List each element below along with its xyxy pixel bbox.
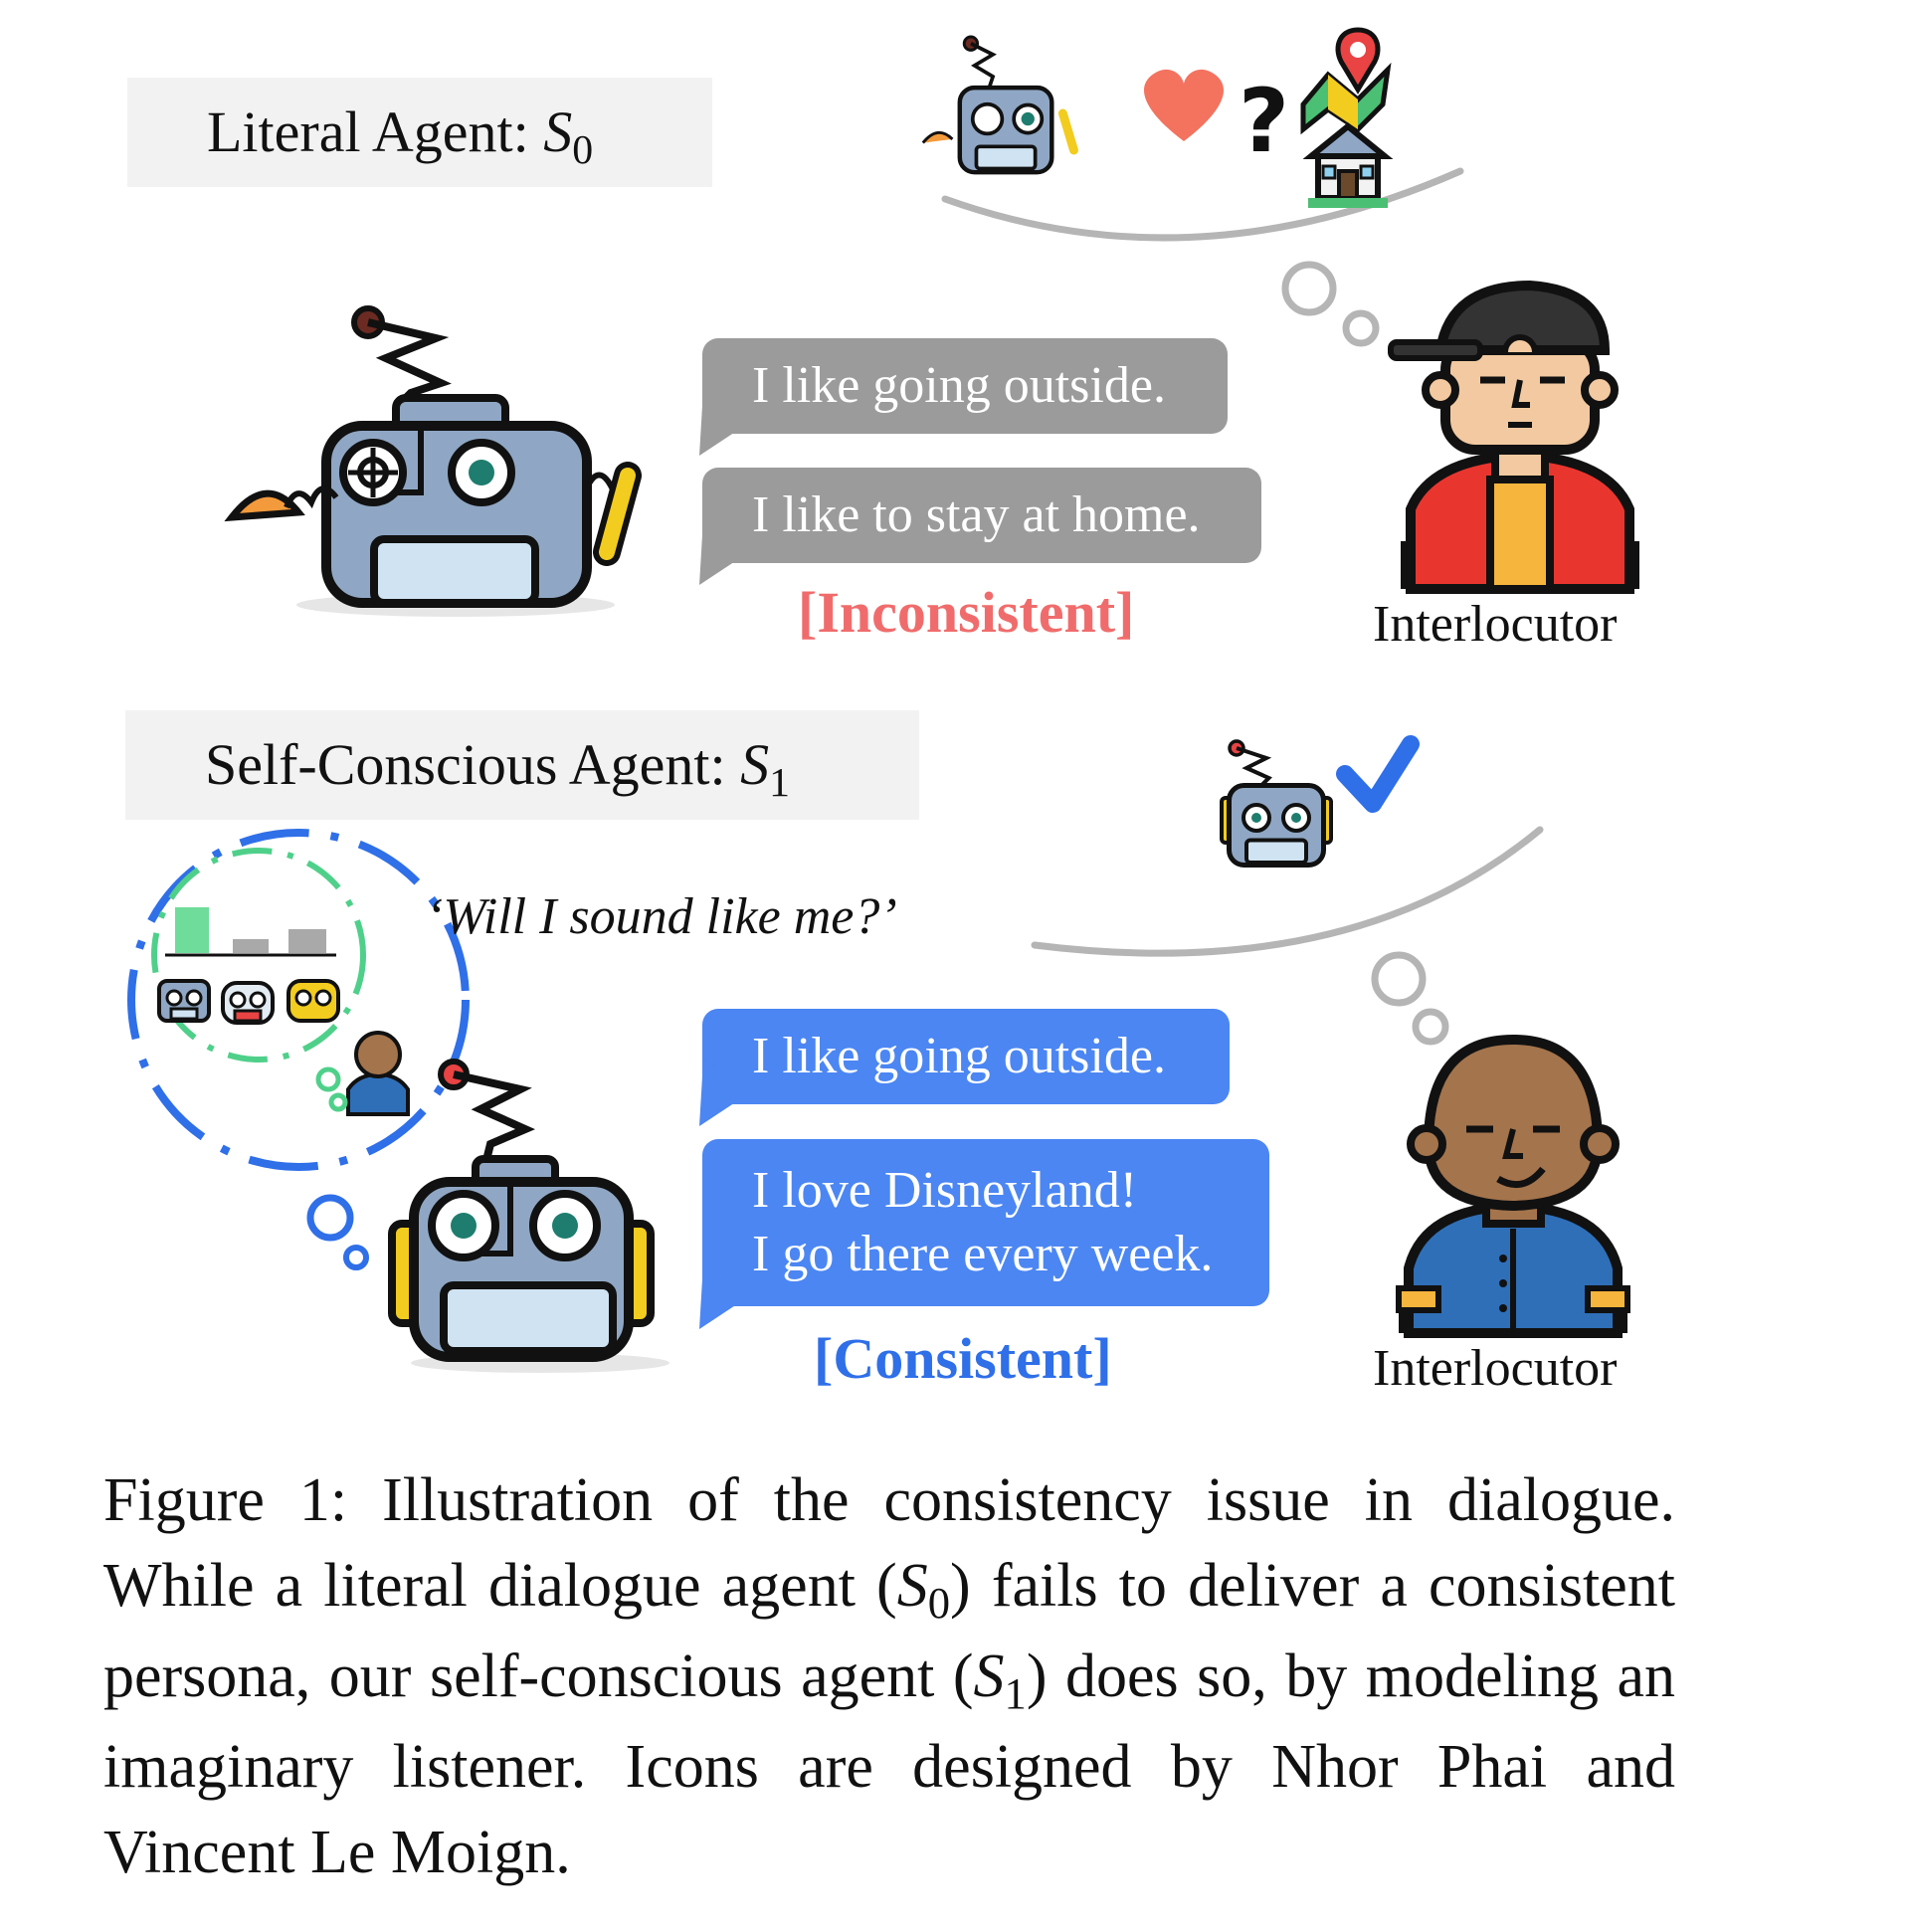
literal-robot-icon	[224, 305, 642, 617]
selfconscious-agent-label: Self-Conscious Agent: S1	[125, 710, 919, 820]
heart-icon	[1144, 69, 1224, 141]
robot-icon	[286, 979, 340, 1023]
imaginary-thought-text: ‘Will I sound like me?’	[426, 888, 897, 945]
thought-arc	[1031, 826, 1544, 957]
robot-icon	[157, 979, 211, 1023]
question-icon: ?	[1239, 70, 1289, 172]
thought-bubble-small	[328, 1092, 348, 1112]
literal-utterance-2: I like to stay at home.	[702, 468, 1261, 563]
thought-bubble-small	[1342, 309, 1380, 347]
consistent-tag: [Consistent]	[814, 1326, 1112, 1391]
person-cap-icon	[1388, 280, 1639, 594]
interlocutor-label-top: Interlocutor	[1373, 596, 1618, 653]
selfconscious-robot-icon	[388, 1059, 669, 1373]
check-icon	[1336, 735, 1420, 813]
robot-icon	[1220, 739, 1333, 868]
bar-chart-icon	[165, 907, 336, 957]
literal-utterance-1: I like going outside.	[702, 338, 1228, 434]
inconsistent-tag: [Inconsistent]	[798, 580, 1135, 645]
thought-bubble-small	[1412, 1008, 1449, 1046]
utterance-line-1: I love Disneyland!	[752, 1162, 1138, 1219]
thought-bubble-large	[306, 1194, 354, 1242]
interlocutor-label-bottom: Interlocutor	[1373, 1340, 1618, 1397]
literal-agent-label: Literal Agent: S0	[127, 78, 712, 187]
selfconscious-utterance-2: I love Disneyland! I go there every week…	[702, 1139, 1269, 1306]
house-icon	[1302, 122, 1394, 208]
person-bald-icon	[1396, 1034, 1630, 1338]
utterance-line-2: I go there every week.	[752, 1226, 1214, 1282]
outer-dashed-ring	[127, 829, 470, 1171]
person-bald-icon	[346, 1031, 410, 1116]
figure-caption: Figure 1: Illustration of the consistenc…	[103, 1466, 1675, 1886]
thought-bubble-large	[1371, 951, 1427, 1007]
robot-icon	[221, 981, 275, 1025]
inner-dashed-ring	[151, 848, 366, 1063]
thought-bubble-large	[1281, 261, 1337, 316]
robot-icon	[921, 35, 1078, 175]
thought-bubble-small	[343, 1245, 369, 1270]
map-pin-icon	[1300, 27, 1392, 135]
selfconscious-utterance-1: I like going outside.	[702, 1009, 1230, 1104]
thought-bubble-small	[315, 1066, 341, 1092]
